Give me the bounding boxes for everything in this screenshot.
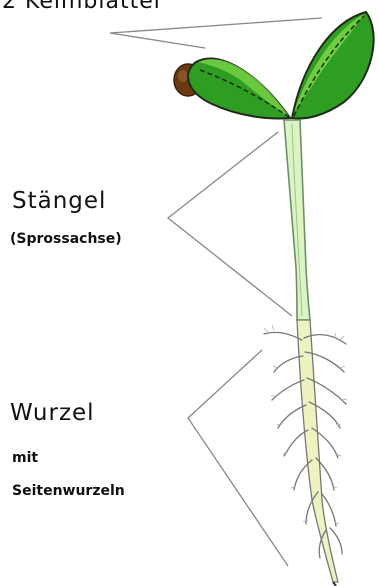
pointer-stengel: [168, 132, 292, 316]
stem: [284, 120, 310, 320]
main-root: [297, 320, 338, 582]
pointer-keimblaetter: [110, 18, 322, 48]
label-keimblaetter: 2 Keimblätter: [2, 0, 164, 13]
left-cotyledon: [188, 59, 290, 119]
pointer-wurzel: [188, 350, 288, 566]
right-cotyledon: [292, 12, 374, 118]
label-wurzel: Wurzel: [10, 402, 95, 425]
label-mit: mit: [12, 451, 38, 465]
label-stengel: Stängel: [12, 190, 106, 213]
label-sprossachse: (Sprossachse): [10, 232, 122, 246]
label-seitenwurzeln: Seitenwurzeln: [12, 484, 125, 498]
